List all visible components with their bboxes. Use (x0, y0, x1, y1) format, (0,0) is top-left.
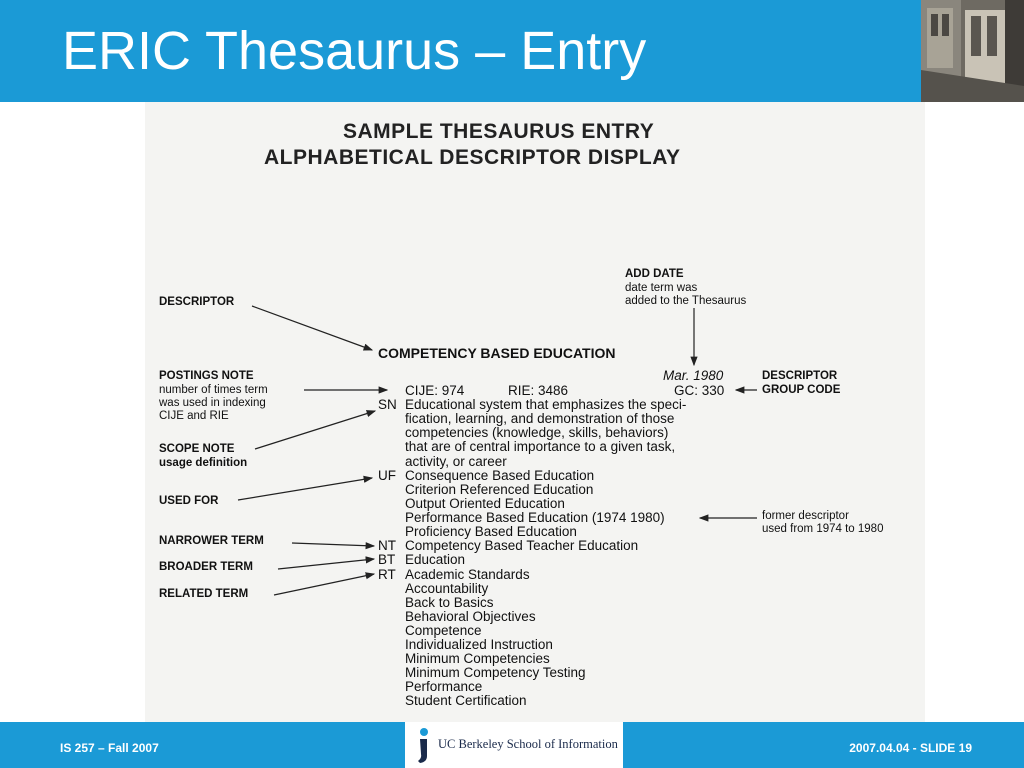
postings-note-desc-2: was used in indexing (159, 397, 266, 409)
related-arrow (273, 572, 376, 596)
rt-term: Back to Basics (405, 595, 494, 610)
rt-term: Minimum Competencies (405, 651, 550, 666)
slide-title: ERIC Thesaurus – Entry (62, 21, 647, 81)
footer-slide-number: 2007.04.04 - SLIDE 19 (849, 741, 972, 755)
group-code-label-2: GROUP CODE (762, 384, 841, 396)
entry-rie: RIE: 3486 (508, 383, 569, 398)
bt-term: Education (405, 552, 466, 567)
rt-code: RT (378, 567, 396, 582)
scope-line: fication, learning, and demonstration of… (405, 411, 675, 426)
entry-cije: CIJE: 974 (405, 383, 465, 398)
uf-term: Consequence Based Education (405, 468, 595, 483)
rt-term: Behavioral Objectives (405, 609, 536, 624)
campus-building-photo (921, 0, 1024, 102)
figure-heading-line2: ALPHABETICAL DESCRIPTOR DISPLAY (264, 146, 681, 169)
entry-date: Mar. 1980 (663, 368, 724, 383)
former-descriptor-desc-1: former descriptor (762, 510, 849, 522)
sn-code: SN (378, 397, 397, 412)
ischool-i-icon (418, 728, 428, 763)
scope-line: activity, or career (405, 454, 507, 469)
related-term-label: RELATED TERM (159, 588, 249, 600)
postings-note-desc-3: CIJE and RIE (159, 410, 229, 422)
postings-note-desc-1: number of times term (159, 384, 268, 396)
title-bar (0, 0, 1024, 102)
used-for-label: USED FOR (159, 495, 219, 507)
rt-term: Performance (405, 679, 483, 694)
narrower-arrow (291, 542, 376, 550)
descriptor-arrow (251, 305, 374, 351)
add-date-desc-1: date term was (625, 282, 698, 294)
thesaurus-entry-scan (145, 102, 925, 722)
school-logo-text: UC Berkeley School of Information (438, 737, 618, 751)
add-date-label: ADD DATE (625, 268, 684, 280)
scope-line: Educational system that emphasizes the s… (405, 397, 687, 412)
entry-group-code: GC: 330 (674, 383, 725, 398)
scope-line: that are of central importance to a give… (405, 439, 676, 454)
broader-arrow (277, 556, 376, 570)
rt-term: Accountability (405, 581, 489, 596)
figure-heading-line1: SAMPLE THESAURUS ENTRY (343, 120, 655, 143)
rt-term: Individualized Instruction (405, 637, 553, 652)
bt-code: BT (378, 552, 396, 567)
uf-term: Output Oriented Education (405, 496, 565, 511)
uf-code: UF (378, 468, 396, 483)
nt-code: NT (378, 538, 396, 553)
school-logo (405, 722, 623, 768)
scope-note-label: SCOPE NOTE (159, 443, 235, 455)
entry-descriptor: COMPETENCY BASED EDUCATION (378, 345, 616, 361)
rt-term: Student Certification (405, 693, 527, 708)
broader-term-label: BROADER TERM (159, 561, 253, 573)
postings-note-label: POSTINGS NOTE (159, 370, 254, 382)
narrower-term-label: NARROWER TERM (159, 535, 264, 547)
descriptor-label: DESCRIPTOR (159, 296, 235, 308)
scope-line: competencies (knowledge, skills, behavio… (405, 425, 669, 440)
uf-term: Criterion Referenced Education (405, 482, 594, 497)
scope-arrow (254, 410, 377, 450)
rt-term: Minimum Competency Testing (405, 665, 586, 680)
scope-note-desc: usage definition (159, 457, 248, 469)
rt-term: Academic Standards (405, 567, 530, 582)
add-date-desc-2: added to the Thesaurus (625, 295, 747, 307)
group-code-label-1: DESCRIPTOR (762, 370, 838, 382)
former-descriptor-desc-2: used from 1974 to 1980 (762, 523, 884, 535)
used-for-arrow (237, 475, 374, 501)
uf-term: Proficiency Based Education (405, 524, 577, 539)
rt-term: Competence (405, 623, 482, 638)
uf-term: Performance Based Education (1974 1980) (405, 510, 665, 525)
nt-term: Competency Based Teacher Education (405, 538, 639, 553)
footer-course: IS 257 – Fall 2007 (60, 741, 159, 755)
